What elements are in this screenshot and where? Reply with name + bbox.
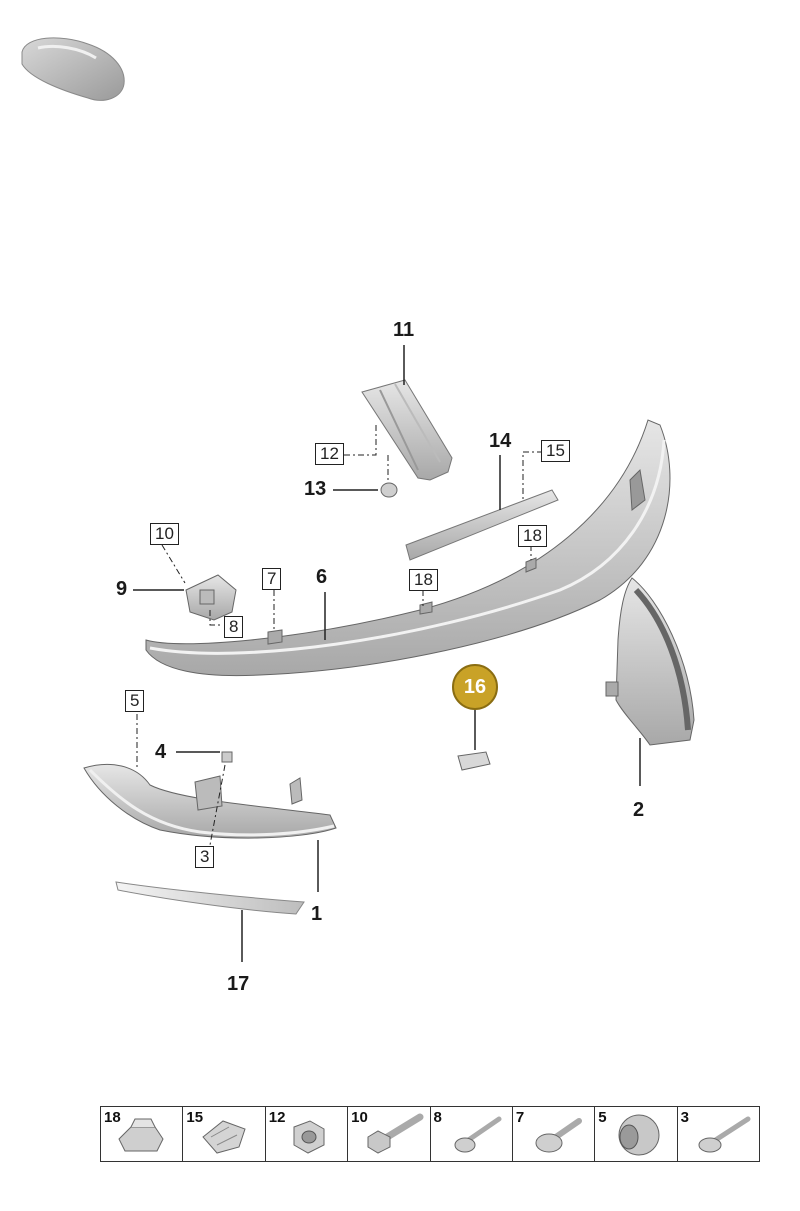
boxed-label-12: 12	[315, 443, 344, 465]
part-6-light-bar	[145, 419, 671, 677]
callout-11: 11	[393, 319, 415, 341]
callout-4: 4	[155, 741, 167, 763]
spring-clip-icon	[202, 1120, 247, 1154]
fastener-number: 3	[680, 1109, 689, 1126]
fastener-number: 5	[598, 1109, 607, 1126]
fastener-cell[interactable]: 12	[266, 1107, 349, 1161]
leader-10-8	[161, 544, 222, 626]
fastener-strip: 18 15 12 10 8 7	[100, 1106, 760, 1162]
car-thumbnail-icon	[21, 37, 125, 101]
callout-6: 6	[316, 566, 328, 588]
leader-12	[340, 425, 389, 482]
part-17-trim-strip	[115, 881, 305, 915]
screw-icon	[454, 1116, 501, 1153]
part-1-lower-lamp	[83, 751, 337, 839]
fastener-cell[interactable]: 7	[513, 1107, 596, 1161]
part-14-strip	[405, 489, 559, 561]
part-16-connector	[457, 751, 491, 771]
callout-2: 2	[633, 799, 645, 821]
hex-nut-icon	[293, 1120, 325, 1154]
boxed-label-10: 10	[150, 523, 179, 545]
screw-icon	[698, 1116, 751, 1153]
part-13-nut	[380, 482, 398, 498]
leader-15	[522, 451, 543, 500]
grommet-icon	[618, 1114, 660, 1156]
fastener-cell[interactable]: 15	[183, 1107, 266, 1161]
fastener-number: 18	[104, 1109, 121, 1126]
boxed-label-3: 3	[195, 846, 215, 868]
part-2-side-lamp	[605, 577, 695, 746]
boxed-label-18a: 18	[518, 525, 547, 547]
fastener-cell[interactable]: 18	[101, 1107, 184, 1161]
callout-1: 1	[311, 903, 323, 925]
pan-screw-icon	[535, 1118, 582, 1153]
boxed-label-5: 5	[125, 690, 145, 712]
fastener-cell[interactable]: 5	[595, 1107, 678, 1161]
boxed-label-7: 7	[262, 568, 282, 590]
callout-9: 9	[116, 578, 128, 600]
fastener-number: 12	[268, 1109, 286, 1126]
fastener-cell[interactable]: 3	[678, 1107, 759, 1161]
boxed-label-15: 15	[541, 440, 570, 462]
fastener-number: 7	[515, 1109, 525, 1126]
fastener-number: 8	[433, 1109, 442, 1126]
part-9-bracket	[185, 574, 237, 621]
fastener-number: 10	[351, 1109, 368, 1126]
boxed-label-18b: 18	[409, 569, 438, 591]
callout-13: 13	[304, 478, 327, 500]
highlight-badge-16[interactable]: 16	[452, 664, 498, 710]
clip-icon	[118, 1118, 164, 1152]
fastener-cell[interactable]: 8	[431, 1107, 513, 1161]
fastener-number: 15	[186, 1109, 204, 1126]
boxed-label-8: 8	[224, 616, 244, 638]
part-11-housing	[361, 379, 453, 481]
fastener-cell[interactable]: 10	[348, 1107, 431, 1161]
hex-bolt-icon	[367, 1113, 424, 1154]
callout-17: 17	[227, 973, 250, 995]
callout-14: 14	[489, 430, 512, 452]
